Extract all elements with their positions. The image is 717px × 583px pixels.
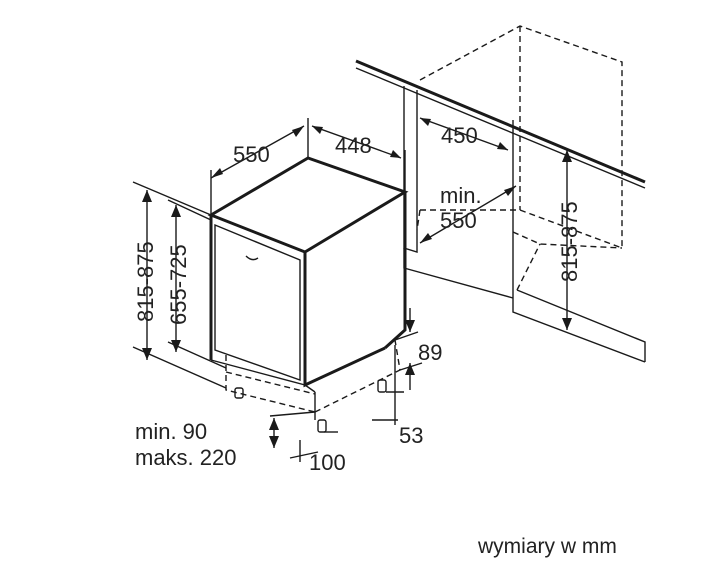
label-niche-min-1: min. bbox=[440, 183, 482, 208]
niche-outline bbox=[355, 25, 646, 363]
label-toe-kick-max: maks. 220 bbox=[135, 445, 237, 470]
label-plinth-height: 89 bbox=[418, 340, 442, 365]
units-note: wymiary w mm bbox=[477, 535, 617, 558]
label-niche-min-2: 550 bbox=[440, 208, 477, 233]
label-niche-depth: 450 bbox=[441, 123, 478, 148]
label-toe-kick-min: min. 90 bbox=[135, 419, 207, 444]
dimension-lines bbox=[132, 117, 572, 462]
dishwasher-body bbox=[207, 156, 409, 433]
label-width: 550 bbox=[233, 142, 270, 167]
label-body-height: 655-725 bbox=[166, 244, 191, 325]
label-total-height: 815-875 bbox=[133, 241, 158, 322]
label-foot-offset: 100 bbox=[309, 450, 346, 475]
label-niche-height: 815-875 bbox=[557, 201, 582, 282]
label-depth: 448 bbox=[335, 133, 372, 158]
label-foot-height: 53 bbox=[399, 423, 423, 448]
